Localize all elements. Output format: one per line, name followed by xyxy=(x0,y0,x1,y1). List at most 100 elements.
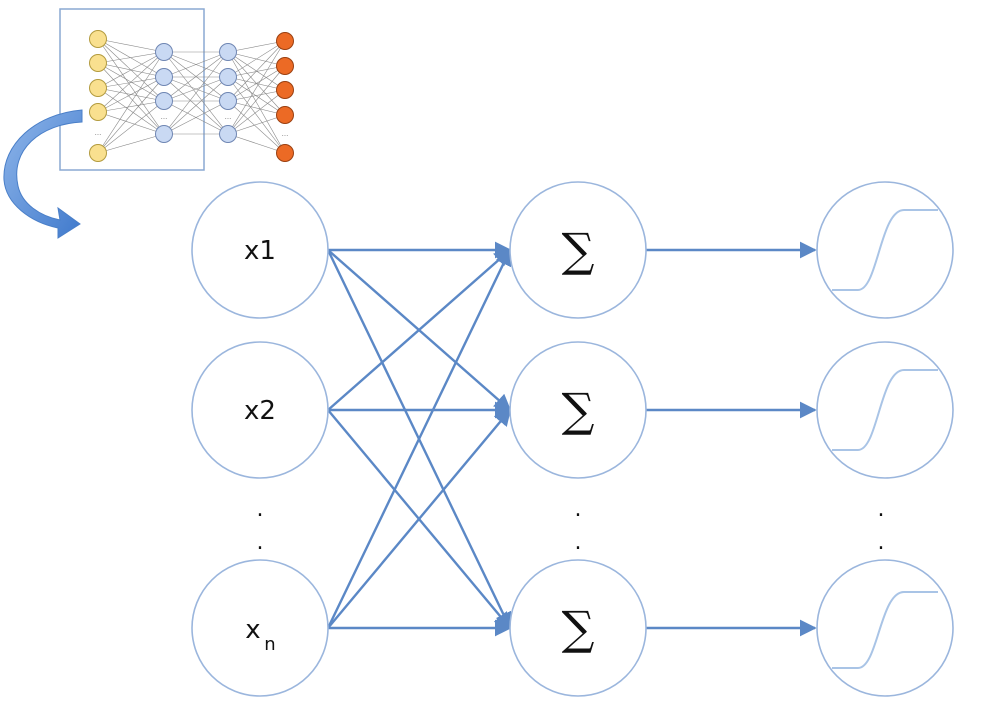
thumbnail-hidden-node xyxy=(219,43,237,61)
thumbnail-edge xyxy=(97,51,165,89)
thumbnail-edge xyxy=(227,40,286,78)
sum-symbol: ∑ xyxy=(562,223,595,277)
thumbnail-edge xyxy=(163,76,229,102)
input-label-x1: x1 xyxy=(244,236,276,266)
thumbnail-edge xyxy=(227,51,286,154)
input-ellipsis-dot: . xyxy=(257,497,264,522)
thumbnail-output-node xyxy=(276,32,294,50)
thumbnail-hidden-node xyxy=(219,92,237,110)
thumbnail-output-node xyxy=(276,81,294,99)
input-to-sum-connection xyxy=(327,248,512,411)
thumbnail-edge xyxy=(97,38,165,135)
sigmoid-curve-icon xyxy=(832,591,938,669)
activation-layer: . . xyxy=(816,181,954,697)
thumbnail-edge xyxy=(97,76,165,89)
sum-layer: ∑ ∑ . . ∑ xyxy=(509,181,647,697)
thumbnail-edge xyxy=(97,87,165,135)
thumbnail-input-node xyxy=(89,144,107,162)
thumbnail-edge xyxy=(227,89,286,135)
thumbnail-hidden-node xyxy=(155,68,173,86)
thumbnail-edge xyxy=(227,65,286,102)
thumbnail-ellipsis: ... xyxy=(225,113,232,121)
activation-ellipsis-dot: . xyxy=(878,497,885,522)
thumbnail-edge xyxy=(97,51,165,113)
thumbnail-edge xyxy=(227,40,286,135)
thumbnail-edge xyxy=(227,65,286,135)
sum-symbol: ∑ xyxy=(562,383,595,437)
thumbnail-input-node xyxy=(89,103,107,121)
input-node-xn xyxy=(191,559,329,697)
thumbnail-ellipsis: ... xyxy=(161,113,168,121)
network-thumbnail: ............ xyxy=(59,8,294,171)
thumbnail-output-node xyxy=(276,144,294,162)
thumbnail-edge xyxy=(97,51,165,64)
sigmoid-curve-icon xyxy=(832,369,938,451)
thumbnail-hidden-node xyxy=(155,92,173,110)
thumbnail-edge xyxy=(97,76,165,154)
thumbnail-edge xyxy=(97,100,165,154)
thumbnail-edge xyxy=(97,38,165,53)
sum-symbol: ∑ xyxy=(562,601,595,655)
thumbnail-edge xyxy=(163,100,229,135)
thumbnail-edge xyxy=(97,100,165,113)
curved-arrow-icon xyxy=(3,109,83,239)
thumbnail-ellipses: ............ xyxy=(95,113,289,138)
thumbnail-hidden-node xyxy=(219,68,237,86)
thumbnail-input-node xyxy=(89,79,107,97)
input-to-sum-connection xyxy=(327,408,512,629)
thumbnail-hidden-node xyxy=(155,43,173,61)
thumbnail-edges xyxy=(97,38,286,154)
thumbnail-edge xyxy=(97,38,165,78)
sum-node xyxy=(509,181,647,319)
thumbnail-hidden-node xyxy=(155,125,173,143)
thumbnail-edge xyxy=(97,111,165,135)
thumbnail-ellipsis: ... xyxy=(95,129,102,137)
thumbnail-edge xyxy=(227,40,286,102)
sum-ellipsis-dot: . xyxy=(575,497,582,522)
activation-ellipsis-dot: . xyxy=(878,530,885,555)
thumbnail-output-node xyxy=(276,57,294,75)
thumbnail-edge xyxy=(227,114,286,135)
input-node-x2 xyxy=(191,341,329,479)
thumbnail-edge xyxy=(97,51,165,154)
thumbnail-edge xyxy=(163,51,229,135)
sum-ellipsis-dot: . xyxy=(575,530,582,555)
thumbnail-edge xyxy=(227,76,286,116)
thumbnail-edge xyxy=(163,51,229,78)
thumbnail-edge xyxy=(227,40,286,53)
activation-node xyxy=(816,181,954,319)
thumbnail-edge xyxy=(227,100,286,154)
thumbnail-edge xyxy=(227,89,286,102)
thumbnail-edge xyxy=(97,133,165,154)
thumbnail-nodes xyxy=(89,30,294,162)
input-subscript-n: n xyxy=(264,634,275,655)
sum-node xyxy=(509,559,647,697)
thumbnail-highlight-box xyxy=(59,8,205,171)
input-label-xn: x xyxy=(245,615,260,645)
activation-node xyxy=(816,559,954,697)
input-ellipsis-dot: . xyxy=(257,530,264,555)
sigmoid-curve-icon xyxy=(832,209,938,291)
thumbnail-edge xyxy=(227,76,286,154)
thumbnail-edge xyxy=(97,76,165,113)
thumbnail-edge xyxy=(227,65,286,78)
thumbnail-input-node xyxy=(89,54,107,72)
connections xyxy=(326,241,817,637)
input-to-sum-connection xyxy=(326,248,512,629)
activation-node xyxy=(816,341,954,479)
thumbnail-ellipsis: ... xyxy=(282,130,289,138)
thumbnail-edge xyxy=(163,76,229,135)
sum-node xyxy=(509,341,647,479)
thumbnail-edge xyxy=(163,51,229,102)
thumbnail-edge xyxy=(227,100,286,116)
input-layer: x1 x2 . . x n xyxy=(191,181,329,697)
thumbnail-edge xyxy=(227,133,286,154)
thumbnail-input-node xyxy=(89,30,107,48)
thumbnail-hidden-node xyxy=(219,125,237,143)
input-node-x1 xyxy=(191,181,329,319)
thumbnail-output-node xyxy=(276,106,294,124)
input-label-x2: x2 xyxy=(244,396,276,426)
thumbnail-edge xyxy=(97,62,165,135)
